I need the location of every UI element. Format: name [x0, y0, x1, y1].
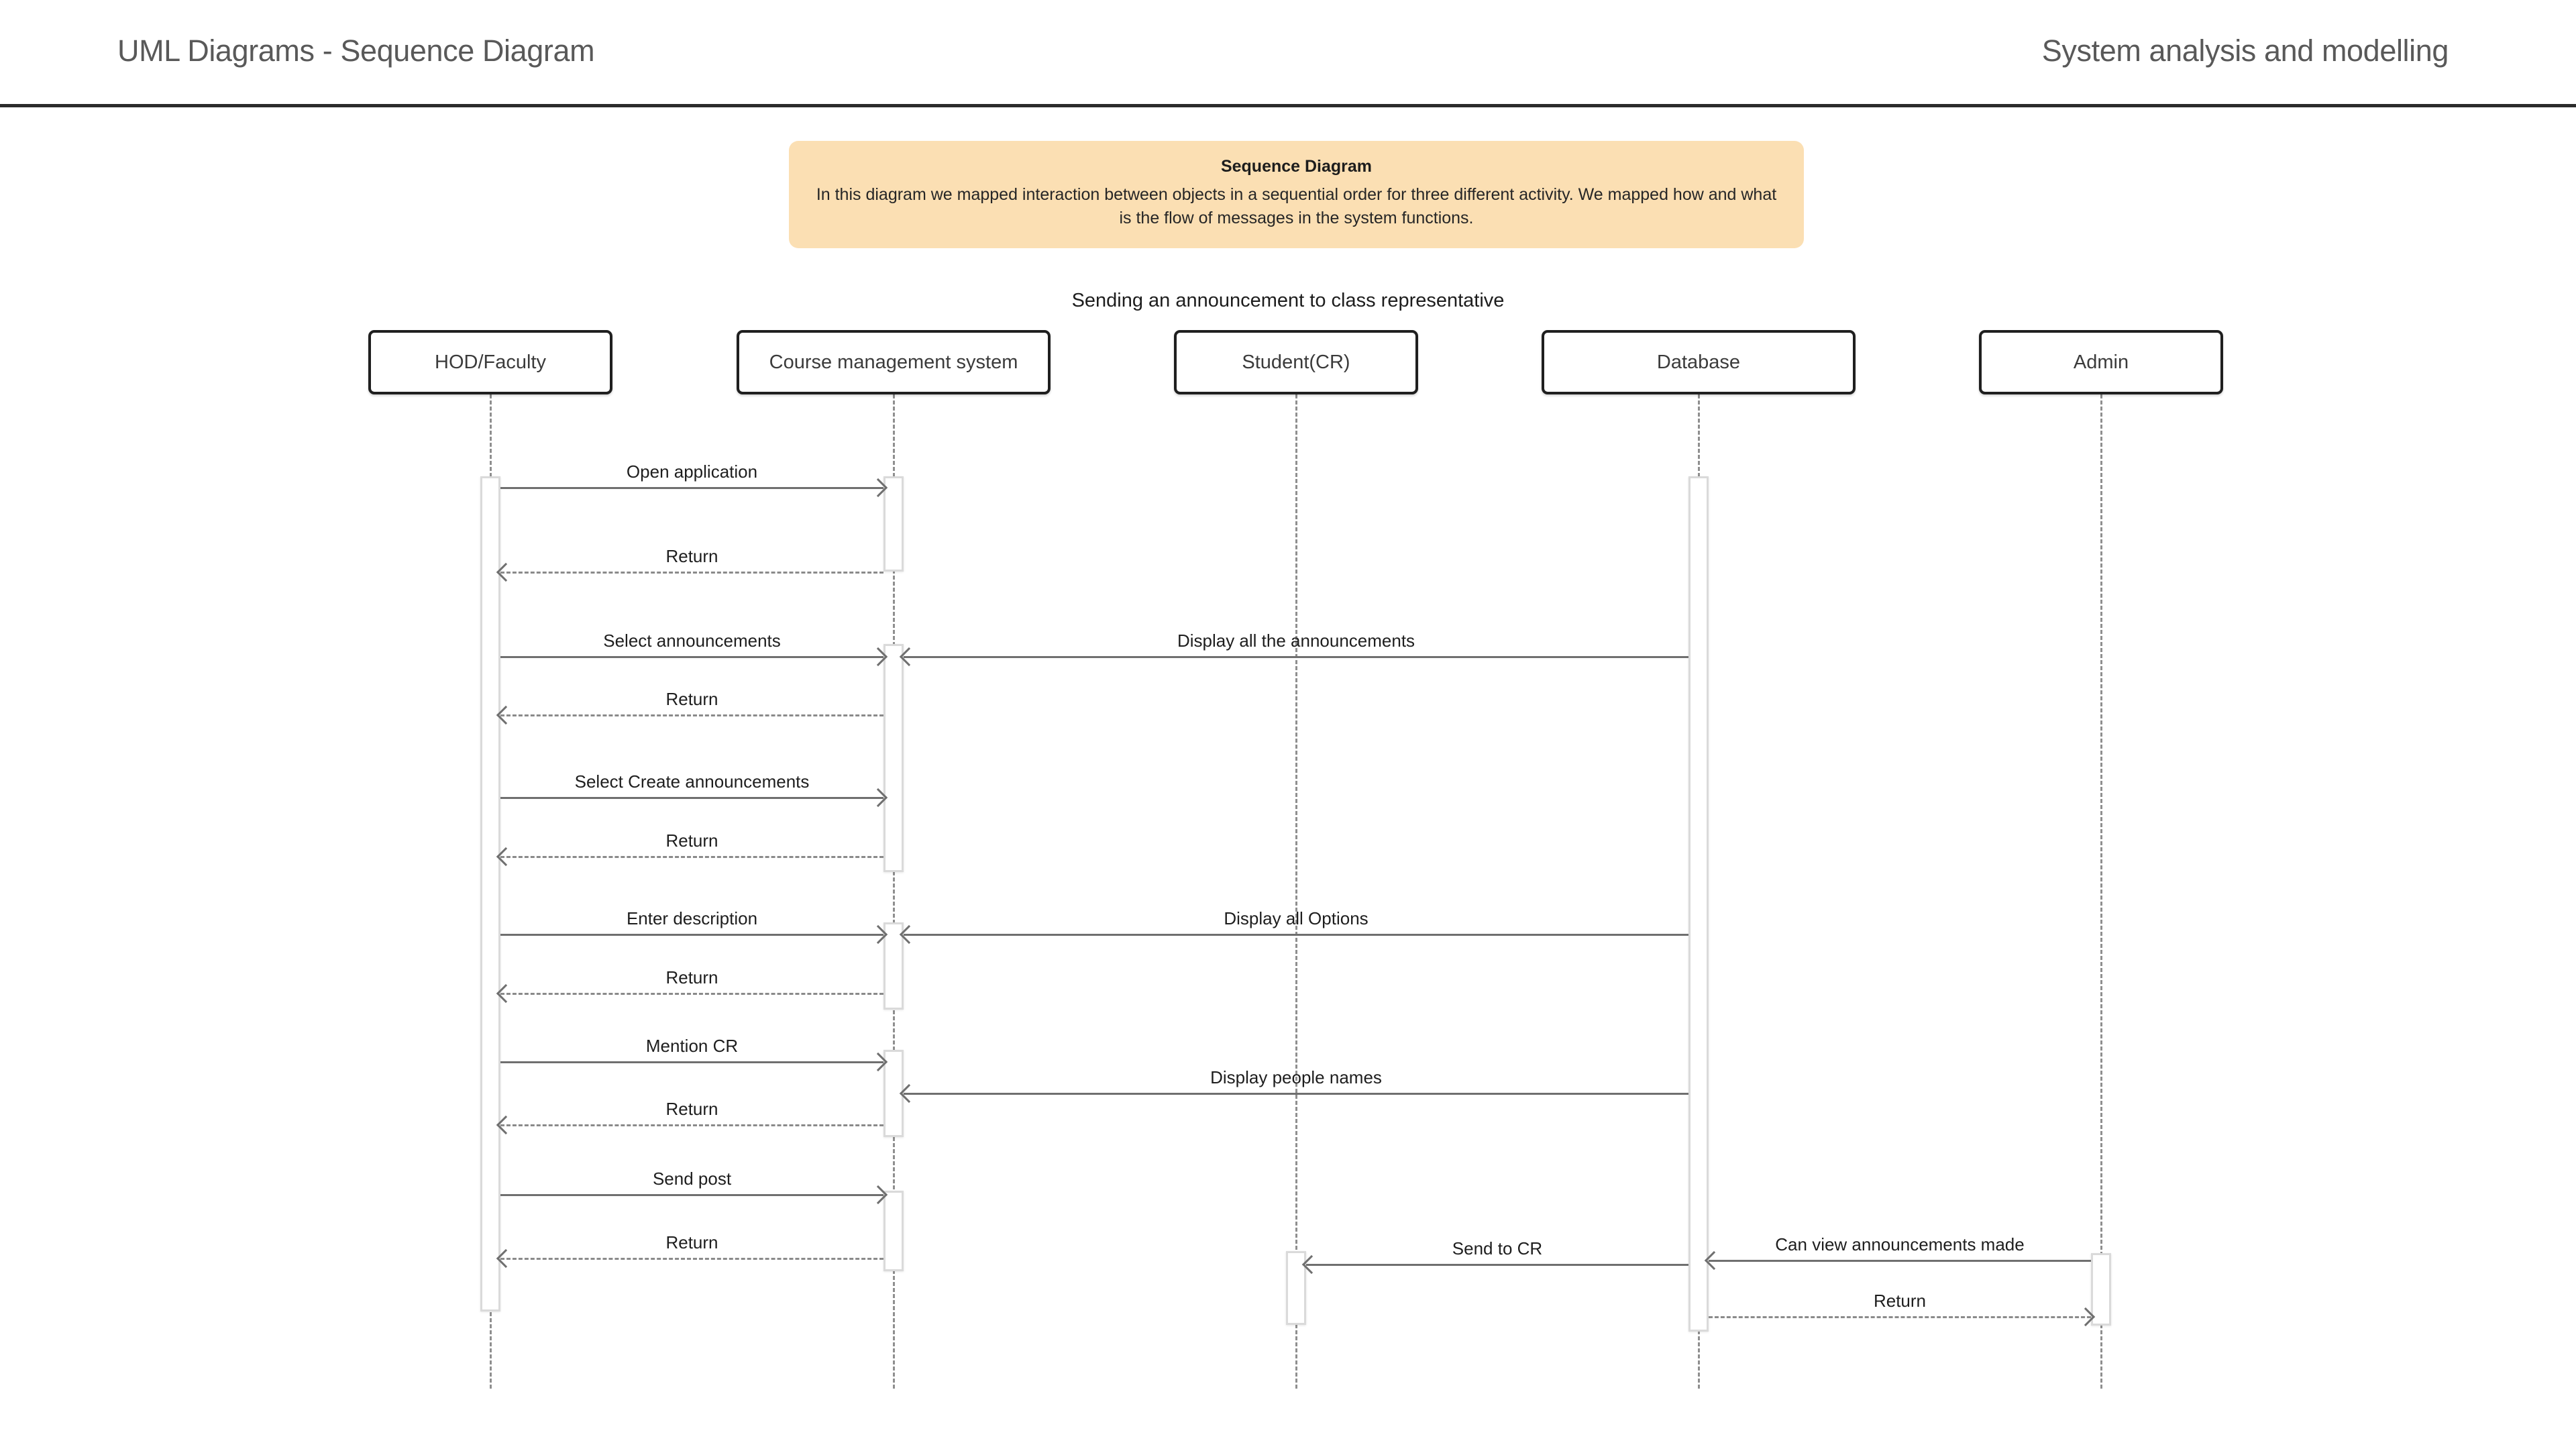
message-line	[500, 487, 883, 489]
lifeline-head-cms[interactable]: Course management system	[737, 330, 1051, 394]
course-subject-label: System analysis and modelling	[2041, 34, 2449, 68]
lifeline-label: HOD/Faculty	[435, 351, 546, 373]
message-line	[500, 1194, 883, 1196]
message-line	[500, 714, 883, 716]
page-title: UML Diagrams - Sequence Diagram	[117, 34, 595, 68]
message-line	[904, 656, 1688, 658]
message-line	[500, 934, 883, 936]
message-line	[1306, 1264, 1688, 1266]
activation-bar-admin	[2091, 1253, 2111, 1326]
message-label: Open application	[626, 462, 758, 482]
message-label: Can view announcements made	[1775, 1234, 2025, 1254]
message-label: Return	[665, 689, 718, 709]
message-label: Mention CR	[645, 1036, 739, 1056]
activation-bar-database	[1688, 476, 1709, 1332]
lifeline-stem-admin	[2100, 394, 2102, 1389]
lifeline-stem-student	[1295, 394, 1297, 1389]
message-label: Display all the announcements	[1177, 631, 1415, 651]
diagram-title: Sending an announcement to class represe…	[1071, 290, 1505, 311]
lifeline-label: Course management system	[769, 351, 1018, 373]
activation-bar-cms	[883, 1050, 904, 1137]
message-label: Select Create announcements	[574, 771, 810, 792]
callout-body: In this diagram we mapped interaction be…	[816, 184, 1777, 228]
message-line	[1709, 1316, 2091, 1318]
lifeline-label: Student(CR)	[1242, 351, 1350, 373]
lifeline-label: Database	[1656, 351, 1741, 373]
app-header: UML Diagrams - Sequence Diagram System a…	[0, 0, 2576, 107]
message-label: Display all Options	[1224, 908, 1368, 928]
message-label: Return	[665, 546, 718, 566]
message-label: Return	[1873, 1291, 1927, 1311]
message-label: Return	[665, 967, 718, 987]
message-line	[500, 656, 883, 658]
message-line	[500, 856, 883, 858]
lifeline-head-hod[interactable]: HOD/Faculty	[368, 330, 612, 394]
message-line	[500, 797, 883, 799]
lifeline-head-database[interactable]: Database	[1542, 330, 1856, 394]
message-label: Display people names	[1210, 1067, 1382, 1087]
message-line	[500, 1258, 883, 1260]
lifeline-stem-cms	[893, 394, 895, 1389]
activation-bar-cms	[883, 1191, 904, 1271]
lifeline-label: Admin	[2073, 351, 2129, 373]
message-line	[500, 572, 883, 574]
message-line	[904, 934, 1688, 936]
activation-bar-student	[1286, 1251, 1306, 1325]
message-line	[500, 993, 883, 995]
message-line	[500, 1124, 883, 1126]
callout-title: Sequence Diagram	[1220, 157, 1373, 176]
message-line	[1709, 1260, 2091, 1262]
message-line	[500, 1061, 883, 1063]
lifeline-head-admin[interactable]: Admin	[1979, 330, 2223, 394]
message-label: Select announcements	[603, 631, 781, 651]
description-callout: Sequence Diagram In this diagram we mapp…	[789, 141, 1804, 248]
lifeline-head-student[interactable]: Student(CR)	[1174, 330, 1418, 394]
activation-bar-cms	[883, 476, 904, 572]
activation-bar-cms	[883, 644, 904, 872]
message-label: Send post	[652, 1169, 732, 1189]
message-label: Return	[665, 1232, 718, 1252]
activation-bar-hod	[480, 476, 500, 1311]
message-label: Send to CR	[1452, 1238, 1543, 1258]
message-label: Return	[665, 1099, 718, 1119]
activation-bar-cms	[883, 922, 904, 1010]
message-label: Enter description	[626, 908, 758, 928]
message-label: Return	[665, 830, 718, 851]
message-line	[904, 1093, 1688, 1095]
